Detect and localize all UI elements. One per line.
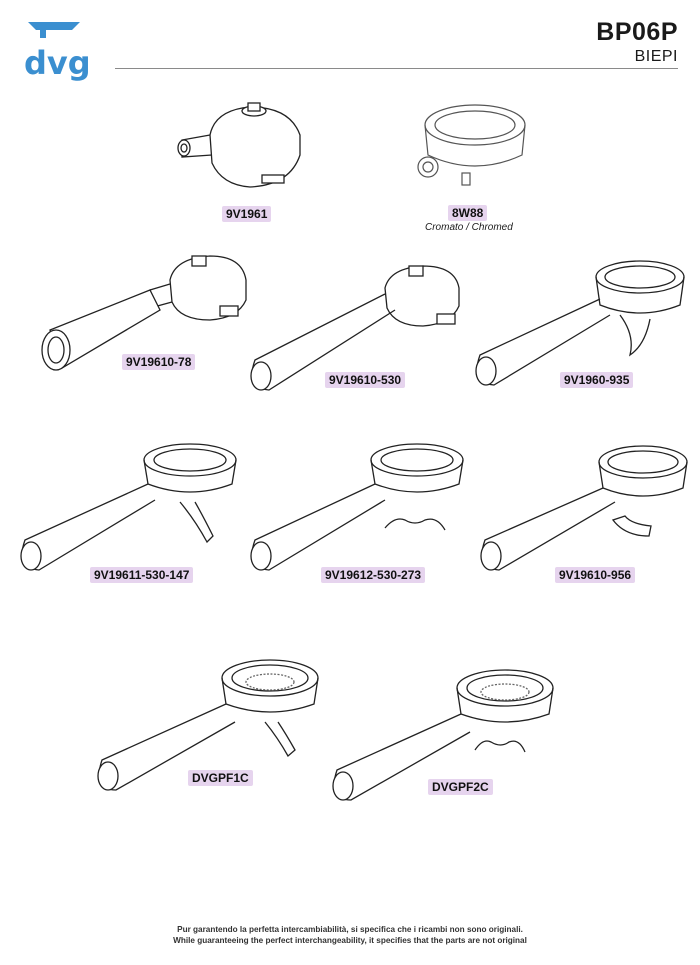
part-label: 8W88 — [448, 205, 488, 221]
part-label: 9V1961 — [222, 206, 272, 222]
part-9v19610-78: 9V19610-78 — [20, 250, 260, 385]
part-label: 9V19611-530-147 — [90, 567, 194, 583]
portafilter-double-spout-illustration — [250, 443, 464, 571]
header-rule — [115, 68, 678, 69]
part-9v19611-530-147: 9V19611-530-147 — [15, 440, 245, 583]
part-label: 9V19610-956 — [555, 567, 636, 583]
dvg-logo: dvg — [24, 22, 91, 82]
portafilter-cylinder-handle-illustration — [41, 255, 247, 371]
disclaimer-italian: Pur garantendo la perfetta intercambiabi… — [177, 925, 523, 934]
part-label: 9V19610-530 — [325, 372, 406, 388]
portafilter-side-spout-illustration — [480, 445, 688, 571]
part-label: 9V19612-530-273 — [321, 567, 426, 583]
portafilter-basket-single-illustration — [97, 659, 319, 791]
part-dvgpf1c: DVGPF1C — [90, 650, 325, 800]
svg-text:dvg: dvg — [24, 44, 91, 82]
brand-name: BIEPI — [634, 48, 678, 65]
part-9v1960-935: 9V1960-935 — [470, 255, 695, 395]
part-9v1961: 9V1961 — [170, 95, 330, 225]
part-label: DVGPF2C — [428, 779, 493, 795]
part-label: 9V1960-935 — [560, 372, 634, 388]
portafilter-single-spout-illustration — [20, 443, 237, 571]
portafilter-ring-handle-illustration — [475, 260, 685, 386]
finish-note: Cromato / Chromed — [425, 222, 513, 233]
portafilter-basket-double-illustration — [332, 669, 554, 801]
part-8w88: 8W88 Cromato / Chromed — [400, 95, 540, 235]
part-9v19610-530: 9V19610-530 — [245, 260, 470, 400]
part-9v19612-530-273: 9V19612-530-273 — [245, 440, 475, 583]
part-label: DVGPF1C — [188, 770, 253, 786]
part-9v19610-956: 9V19610-956 — [475, 440, 695, 583]
spout-cap-illustration — [177, 102, 301, 188]
portafilter-wooden-handle-illustration — [250, 265, 460, 391]
part-dvgpf2c: DVGPF2C — [325, 660, 560, 810]
model-code: BP06P — [596, 18, 678, 46]
chromed-ring-illustration — [417, 104, 526, 186]
disclaimer-english: While guaranteeing the perfect interchan… — [173, 936, 527, 945]
part-label: 9V19610-78 — [122, 354, 196, 370]
